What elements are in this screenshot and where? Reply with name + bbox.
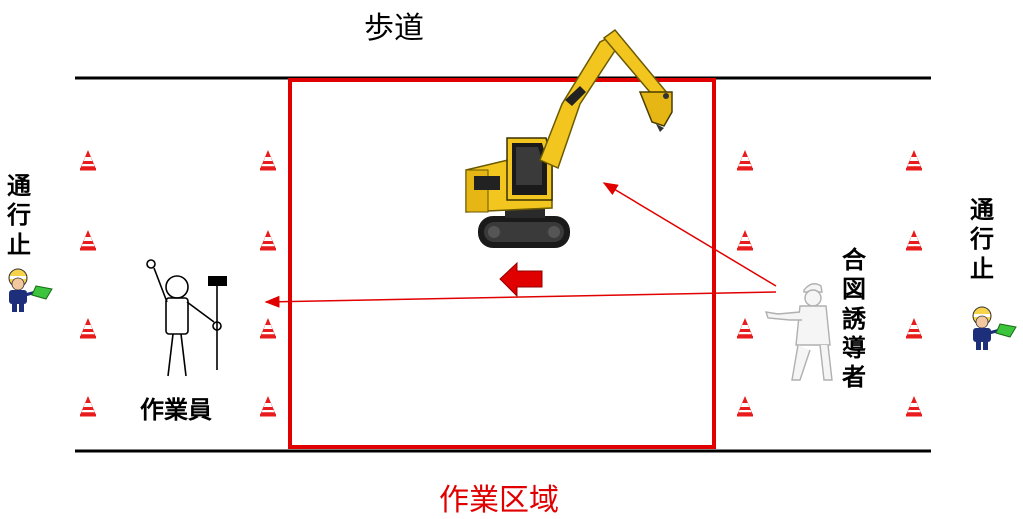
sidewalk-label: 歩道 bbox=[364, 11, 424, 46]
traffic-cone-icon bbox=[80, 230, 96, 251]
signal-guide-person-icon bbox=[764, 283, 833, 381]
traffic-cone-icon bbox=[737, 230, 753, 251]
flag-person-icon bbox=[971, 305, 1018, 352]
traffic-cone-icon bbox=[80, 150, 96, 171]
traffic-cone-icon bbox=[906, 396, 922, 417]
cone-column-2 bbox=[260, 150, 276, 417]
movement-direction-arrow bbox=[499, 261, 543, 298]
traffic-cone-icon bbox=[737, 396, 753, 417]
signal-line-to-worker bbox=[264, 291, 777, 308]
traffic-cone-icon bbox=[80, 396, 96, 417]
traffic-cone-icon bbox=[260, 150, 276, 171]
cone-column-1 bbox=[80, 150, 96, 417]
signal-guide-label: 合図誘導者 bbox=[842, 246, 866, 392]
road-closed-label-left: 通行止 bbox=[7, 172, 31, 259]
road-closed-label-right: 通行止 bbox=[970, 196, 994, 283]
worker-stick-figure-icon bbox=[146, 259, 222, 377]
traffic-cone-icon bbox=[260, 396, 276, 417]
work-area-label: 作業区域 bbox=[439, 483, 559, 518]
work-area-frame bbox=[288, 78, 716, 449]
traffic-cone-icon bbox=[737, 318, 753, 339]
flag-person-icon bbox=[7, 267, 54, 314]
traffic-cone-icon bbox=[260, 318, 276, 339]
traffic-cone-icon bbox=[737, 150, 753, 171]
cone-column-4 bbox=[906, 150, 922, 417]
traffic-cone-icon bbox=[80, 318, 96, 339]
traffic-cone-icon bbox=[906, 230, 922, 251]
worker-label: 作業員 bbox=[140, 396, 212, 424]
cone-column-3 bbox=[737, 150, 753, 417]
traffic-cone-icon bbox=[906, 318, 922, 339]
signal-line-to-excavator bbox=[602, 182, 777, 287]
excavator-icon bbox=[465, 28, 673, 248]
traffic-cone-icon bbox=[260, 230, 276, 251]
staff-top bbox=[208, 276, 227, 286]
traffic-cone-icon bbox=[906, 150, 922, 171]
